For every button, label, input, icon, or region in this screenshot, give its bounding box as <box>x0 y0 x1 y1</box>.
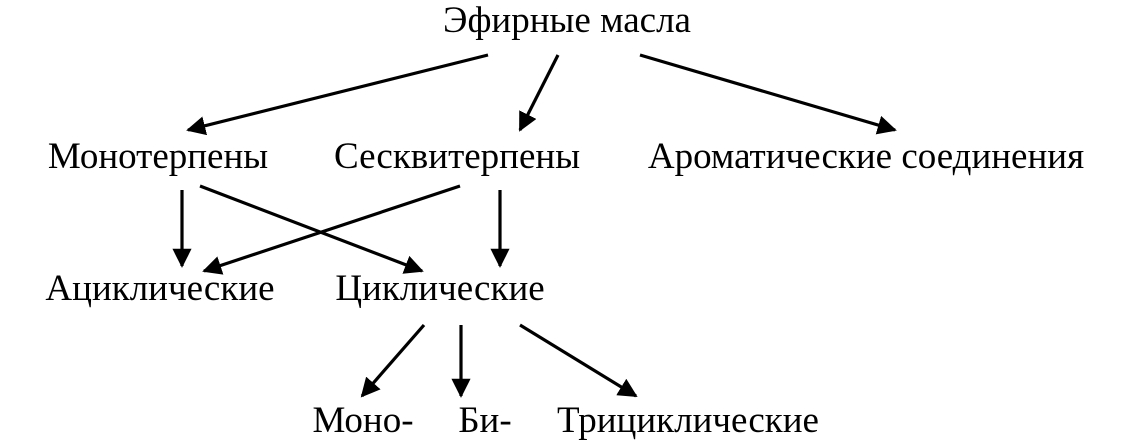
edge-root-to-sesquiterpenes <box>518 54 560 132</box>
node-monoterpenes: Монотерпены <box>48 136 268 177</box>
node-bi-cyclic: Би- <box>458 400 511 441</box>
node-tri-cyclic: Трициклические <box>557 400 819 441</box>
edges-group <box>172 53 897 398</box>
node-mono-cyclic: Моно- <box>312 400 413 441</box>
edge-root-to-monoterpenes <box>186 53 489 136</box>
node-aromatic-compounds: Ароматические соединения <box>648 136 1084 177</box>
edge-cyclic-to-mono <box>360 323 426 398</box>
edge-sesquiterpenes-to-acyclic <box>202 184 461 275</box>
node-sesquiterpenes: Сесквитерпены <box>334 136 580 177</box>
node-acyclic: Ациклические <box>45 268 274 309</box>
node-essential-oils: Эфирные масла <box>443 0 691 41</box>
node-cyclic: Циклические <box>335 268 544 309</box>
edge-cyclic-to-tri <box>519 323 638 398</box>
edge-root-to-aromatic-compounds <box>639 53 897 135</box>
nodes-group: Эфирные масла Монотерпены Сесквитерпены … <box>45 0 1084 441</box>
edge-monoterpenes-to-cyclic <box>199 184 424 274</box>
